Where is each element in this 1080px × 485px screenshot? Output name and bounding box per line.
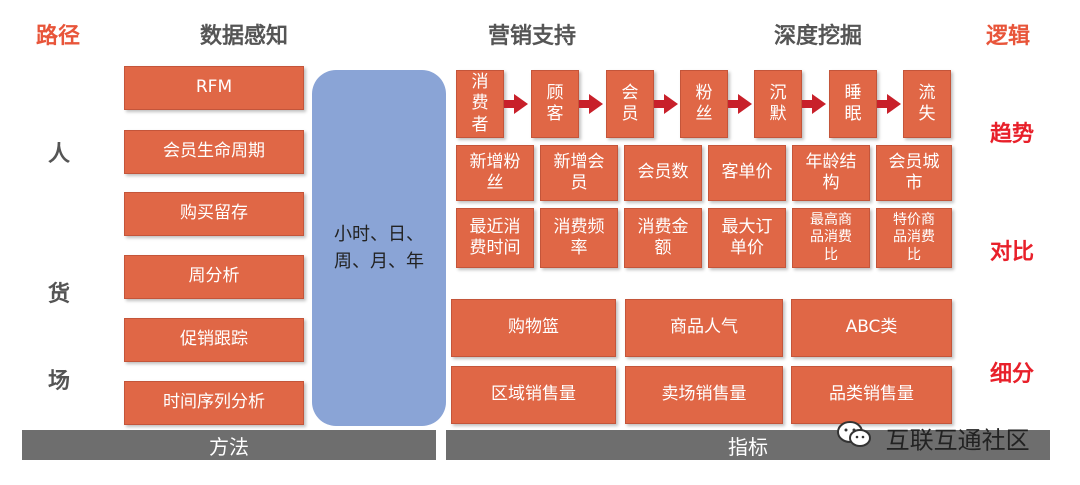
footer-method-bar: 方法 bbox=[22, 430, 436, 460]
arrow-right-icon bbox=[802, 94, 826, 114]
metric-new-fans: 新增粉 丝 bbox=[456, 145, 534, 201]
analysis-store-sales: 卖场销售量 bbox=[625, 366, 783, 424]
wechat-icon bbox=[836, 420, 872, 456]
metric-member-city: 会员城 市 bbox=[876, 145, 952, 201]
analysis-category-sales: 品类销售量 bbox=[791, 366, 952, 424]
metric-monetary: 消费金 额 bbox=[624, 208, 702, 268]
footer-metric-label: 指标 bbox=[728, 434, 768, 459]
dimension-people: 人 bbox=[48, 142, 71, 167]
method-weekly-analysis: 周分析 bbox=[124, 255, 304, 299]
analysis-region-sales: 区域销售量 bbox=[451, 366, 616, 424]
logic-segmentation: 细分 bbox=[990, 362, 1035, 387]
metric-age-structure: 年龄结 构 bbox=[792, 145, 870, 201]
arrow-right-icon bbox=[579, 94, 603, 114]
funnel-silent: 沉 默 bbox=[754, 70, 802, 138]
analysis-product-popularity: 商品人气 bbox=[625, 299, 783, 357]
arrow-right-icon bbox=[654, 94, 678, 114]
arrow-right-icon bbox=[728, 94, 752, 114]
footer-metric-bar: 指标 bbox=[446, 430, 1050, 460]
funnel-dormant: 睡 眠 bbox=[829, 70, 877, 138]
logic-comparison: 对比 bbox=[990, 240, 1035, 265]
funnel-member: 会 员 bbox=[606, 70, 654, 138]
metric-recency: 最近消 费时间 bbox=[456, 208, 534, 268]
metric-discount-product-share: 特价商 品消费 比 bbox=[876, 208, 952, 268]
dimension-place: 场 bbox=[48, 369, 71, 394]
funnel-churned: 流 失 bbox=[903, 70, 951, 138]
watermark-text: 互联互通社区 bbox=[885, 426, 1030, 455]
logic-trend: 趋势 bbox=[990, 122, 1035, 147]
time-granularity-label: 小时、日、 周、月、年 bbox=[334, 224, 424, 272]
watermark: 互联互通社区 bbox=[836, 420, 1030, 456]
funnel-customer: 顾 客 bbox=[531, 70, 579, 138]
metric-new-members: 新增会 员 bbox=[540, 145, 618, 201]
metric-frequency: 消费频 率 bbox=[540, 208, 618, 268]
method-time-series: 时间序列分析 bbox=[124, 381, 304, 425]
arrow-right-icon bbox=[877, 94, 901, 114]
dimension-goods: 货 bbox=[48, 282, 71, 307]
metric-avg-order-value: 客单价 bbox=[708, 145, 786, 201]
metric-top-product-share: 最高商 品消费 比 bbox=[792, 208, 870, 268]
header-data-perception: 数据感知 bbox=[200, 24, 289, 49]
time-granularity-box: 小时、日、 周、月、年 bbox=[312, 70, 446, 426]
method-member-lifecycle: 会员生命周期 bbox=[124, 130, 304, 174]
metric-max-order-price: 最大订 单价 bbox=[708, 208, 786, 268]
method-promotion-tracking: 促销跟踪 bbox=[124, 318, 304, 362]
arrow-right-icon bbox=[504, 94, 528, 114]
funnel-fan: 粉 丝 bbox=[680, 70, 728, 138]
method-rfm: RFM bbox=[124, 66, 304, 110]
footer-method-label: 方法 bbox=[209, 434, 249, 459]
funnel-consumer: 消 费 者 bbox=[456, 70, 504, 138]
header-deep-mining: 深度挖掘 bbox=[774, 24, 863, 49]
analysis-basket: 购物篮 bbox=[451, 299, 616, 357]
header-path: 路径 bbox=[36, 24, 81, 49]
method-purchase-retention: 购买留存 bbox=[124, 192, 304, 236]
analysis-abc: ABC类 bbox=[791, 299, 952, 357]
header-marketing-support: 营销支持 bbox=[488, 24, 577, 49]
metric-member-count: 会员数 bbox=[624, 145, 702, 201]
header-logic: 逻辑 bbox=[986, 24, 1031, 49]
